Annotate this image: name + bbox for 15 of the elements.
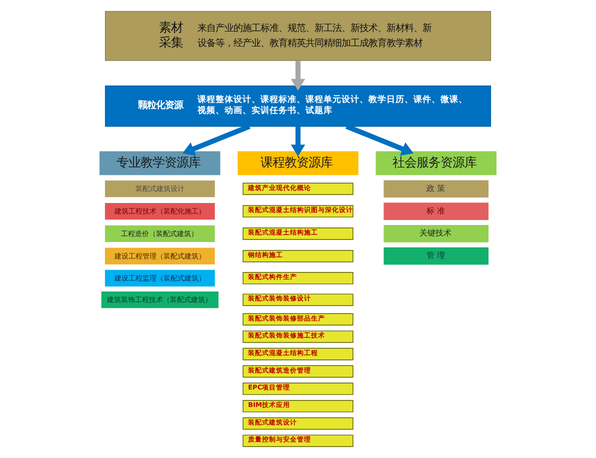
arrow (182, 124, 250, 156)
arrow (346, 124, 414, 156)
node-box: 素材采集 来自产业的施工标准、规范、新工法、新技术、新材料、新设备等，经产业、教育精英共同精细加工成教育教学素材 (104, 11, 492, 61)
node-box: 颗粒化资源 课程整体设计、课程标准、课程单元设计、教学日历、课件、微课、视频、动画、实训任务书、试题库 (104, 85, 492, 127)
node-box: 装配式建筑设计 (104, 180, 215, 198)
arrow (290, 60, 306, 91)
node-box: 建设工程监理（装配式建筑） (104, 270, 215, 286)
node-box: 社会服务资源库 (376, 151, 496, 176)
arrow (290, 126, 306, 156)
node-box: 课程教资源库 (238, 151, 358, 176)
node-box: 工程造价（装配式建筑） (104, 225, 215, 242)
node-box: 建筑装饰工程技术（装配式建筑） (101, 292, 218, 308)
node-box: 建筑工程技术（装配化施工） (104, 202, 215, 220)
node-box: 建设工程管理（装配式建筑） (104, 248, 215, 264)
node-box: 专业教学资源库 (100, 151, 220, 176)
